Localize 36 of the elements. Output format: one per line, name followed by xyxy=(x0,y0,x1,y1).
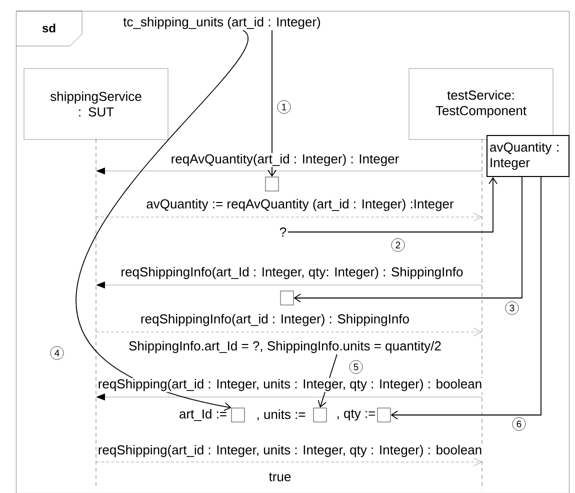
mapping-arrow xyxy=(390,176,542,420)
edge-label: reqShippingInfo(art_Id : Integer, qty: Integer) : ShippingInfo xyxy=(120,266,464,280)
mapping-arrow xyxy=(268,30,276,177)
edge-label: reqShipping(art_id : Integer, units : Integer, qty : Integer) : boolean xyxy=(96,378,484,392)
mapping-arrow xyxy=(287,177,498,232)
placeholder-box xyxy=(377,408,391,422)
annotation-text: ShippingInfo.art_Id = ?, ShippingInfo.units = quantity/2 xyxy=(129,340,441,354)
message-arrow xyxy=(96,168,482,174)
annotation-text: , units := xyxy=(257,409,306,421)
step-number: 4 xyxy=(50,346,64,360)
participant-box: shippingService : SUT xyxy=(24,68,168,140)
step-number: 1 xyxy=(277,100,291,114)
edge-label: reqAvQuantity(art_id : Integer) : Integer xyxy=(170,152,400,168)
value-box: avQuantity : Integer xyxy=(486,135,570,177)
step-number: 5 xyxy=(349,360,363,374)
message-arrow xyxy=(96,328,482,336)
placeholder-box xyxy=(265,176,279,192)
edge-label: reqShippingInfo(art_id : Integer) : ShippingInfo xyxy=(139,312,411,328)
message-arrow xyxy=(96,394,482,400)
message-arrow xyxy=(96,282,482,288)
placeholder-box xyxy=(231,408,245,422)
step-number: 2 xyxy=(391,238,405,252)
message-arrow xyxy=(96,458,482,466)
mapping-arrow xyxy=(294,176,522,302)
step-number: 3 xyxy=(505,301,519,315)
placeholder-box xyxy=(313,408,327,422)
annotation-text: , qty := xyxy=(337,409,376,421)
message-arrow xyxy=(96,212,482,222)
annotation-text: true xyxy=(269,472,291,482)
placeholder-box xyxy=(280,290,294,306)
annotation-text: art_Id := xyxy=(180,409,226,421)
edge-label: avQuantity := reqAvQuantity (art_id : Integer) :Integer xyxy=(145,198,455,212)
annotation-text: ? xyxy=(280,227,286,237)
annotation-text: tc_shipping_units (art_id : Integer) xyxy=(123,16,320,30)
step-number: 6 xyxy=(512,417,526,431)
edge-label: reqShipping(art_id : Integer, units : Integer, qty : Integer) : boolean xyxy=(96,444,484,458)
